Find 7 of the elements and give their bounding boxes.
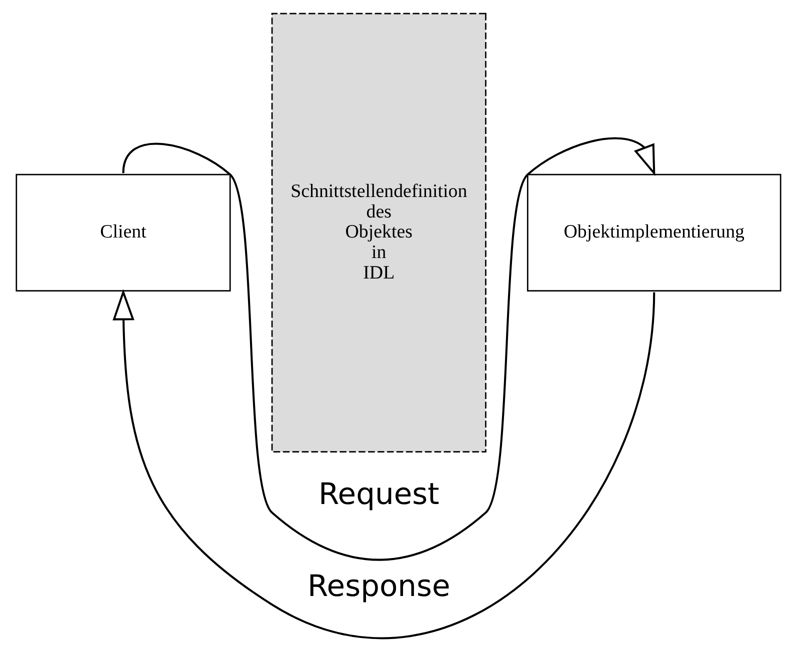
node-box: Objektimplementierung [526, 174, 782, 292]
node-box: Schnittstellendefinition des Objektes in IDL [271, 12, 486, 452]
arrow [122, 138, 656, 561]
node-box: Client [16, 174, 231, 292]
edge-label: Response [307, 568, 450, 604]
edge-label: Request [318, 477, 440, 512]
arrow [112, 289, 656, 638]
